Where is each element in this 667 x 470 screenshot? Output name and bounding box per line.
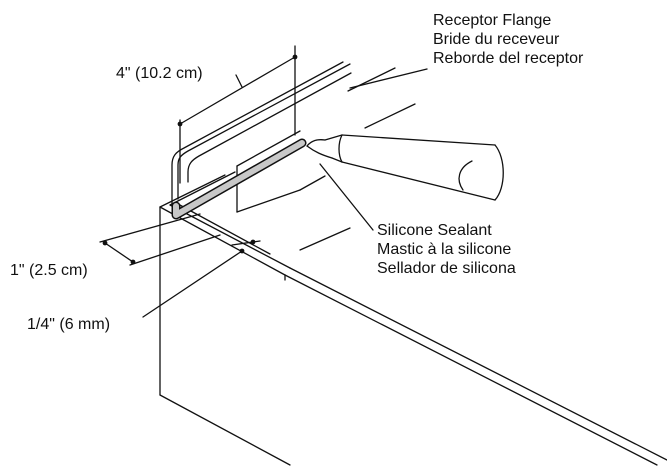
dimension-1in-label: 1" (2.5 cm) (10, 262, 88, 279)
flange-label-fr: Bride du receveur (433, 31, 560, 48)
receptor-flange (171, 61, 416, 255)
sealant-label-en: Silicone Sealant (377, 222, 492, 239)
silicone-sealant-label: Silicone Sealant Mastic à la silicone Se… (377, 221, 516, 278)
dimension-1in (99, 213, 221, 266)
sealant-label-fr: Mastic à la silicone (377, 241, 512, 258)
silicone-tube-icon (306, 134, 504, 201)
flange-label-en: Receptor Flange (433, 12, 552, 29)
dimension-4in (179, 45, 296, 184)
silicone-bead (171, 138, 307, 220)
flange-label-es: Reborde del receptor (433, 50, 584, 67)
dimension-4in-label: 4" (10.2 cm) (116, 65, 203, 82)
receptor-flange-label: Receptor Flange Bride du receveur Rebord… (433, 11, 583, 68)
leader-lines (319, 68, 428, 231)
dimension-quarter-in-label: 1/4" (6 mm) (27, 316, 111, 333)
sealant-label-es: Sellador de silicona (377, 260, 516, 277)
receptor-body (159, 171, 667, 466)
